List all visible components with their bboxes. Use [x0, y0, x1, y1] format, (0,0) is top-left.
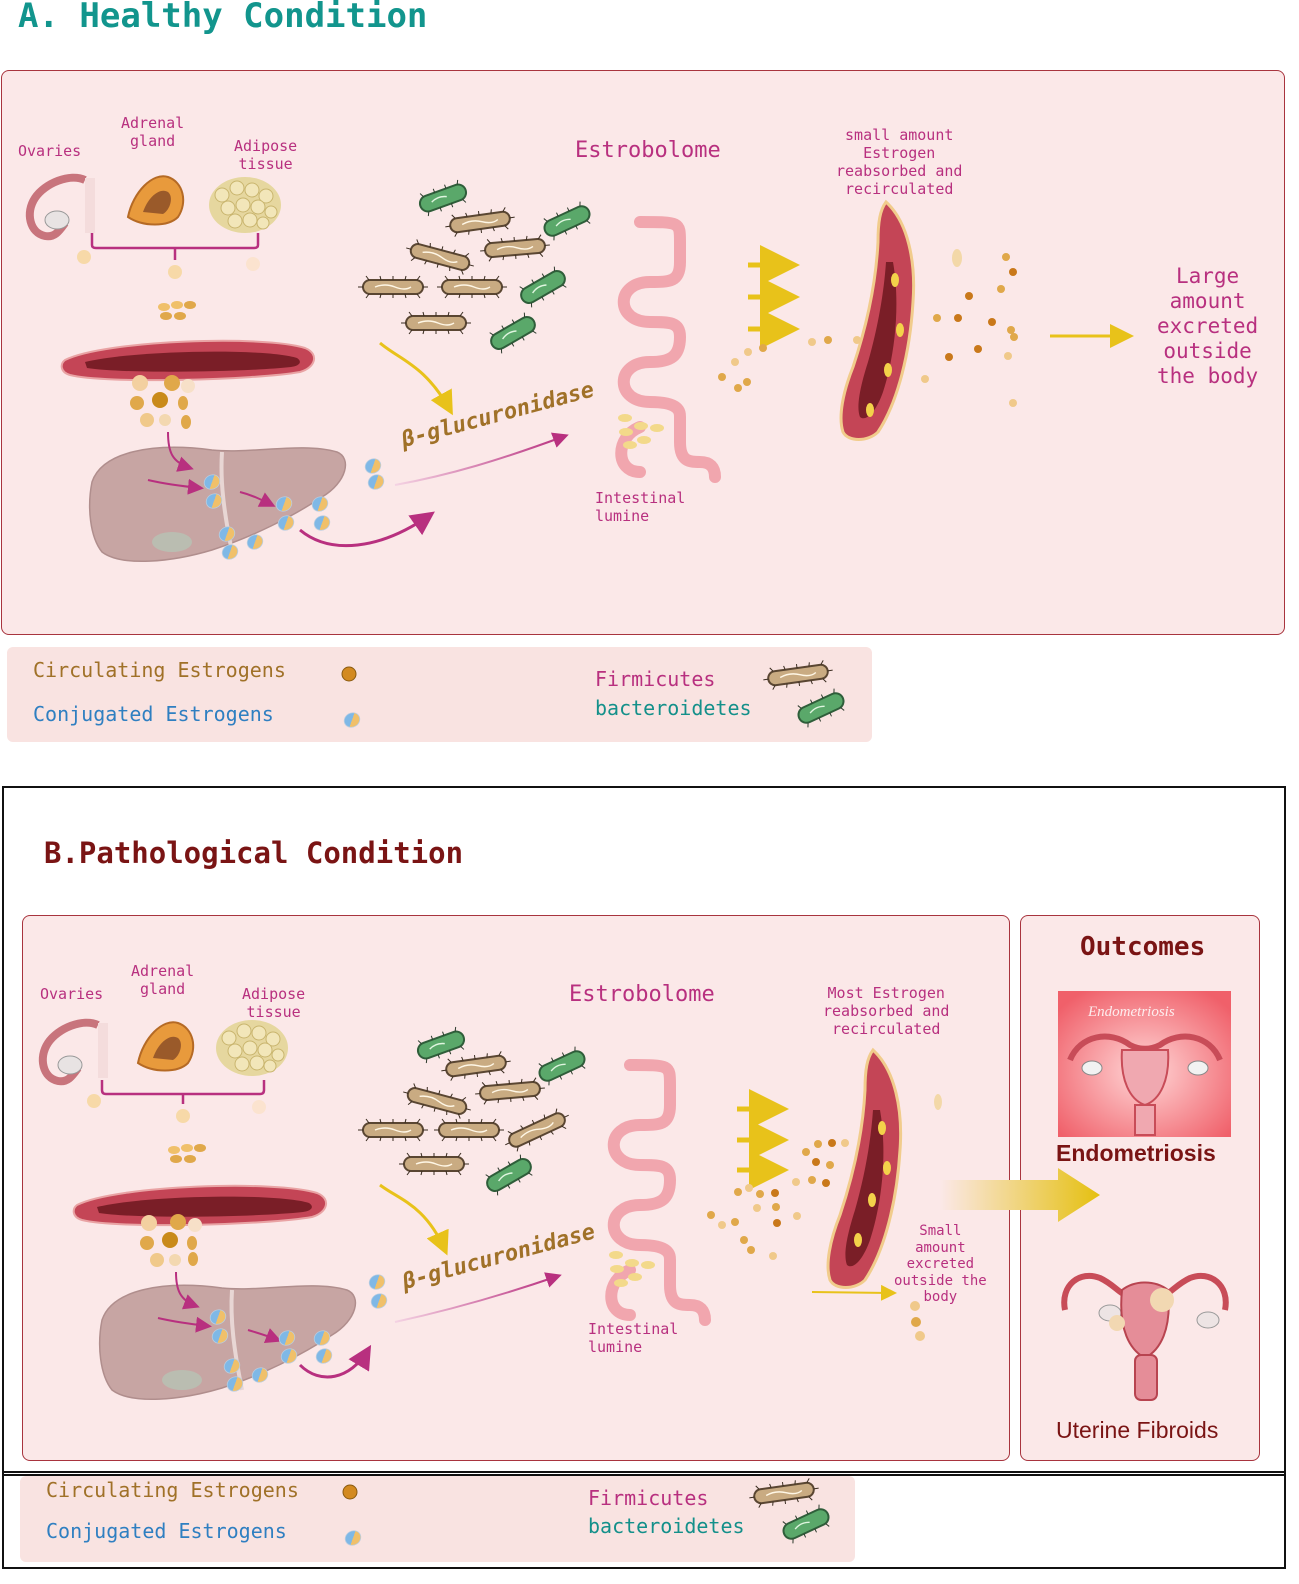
label-excreted-b-line3: excreted	[906, 1256, 975, 1272]
label-excreted-a-line2: amount	[1169, 289, 1246, 313]
label-intestinal-lumine-a: Intestinal lumine	[595, 489, 685, 525]
legend-a	[7, 647, 872, 742]
label-excreted-a-line5: the body	[1157, 364, 1259, 388]
panel-b-title: B.Pathological Condition	[44, 836, 464, 870]
label-intestinal-b-line1: Intestinal	[588, 1320, 679, 1338]
conjugated-estrogen-legend-icon	[341, 709, 363, 731]
excreted-dots-b	[910, 1301, 925, 1341]
legend-a-conjugated: Conjugated Estrogens	[33, 702, 274, 726]
label-intestinal-lumine-b: Intestinal lumine	[588, 1320, 678, 1356]
label-reabsorbed-a: small amount Estrogen reabsorbed and rec…	[836, 126, 962, 198]
label-reabsorbed-b-line2: reabsorbed and	[823, 1002, 950, 1020]
label-excreted-a: Large amount excreted outside the body	[1157, 264, 1258, 389]
firmicutes-legend-icon-b	[746, 1476, 822, 1510]
label-excreted-a-line1: Large	[1175, 264, 1240, 288]
endometriosis-image	[1058, 991, 1231, 1137]
bacteria-cluster-b	[357, 1024, 590, 1199]
conjugated-estrogen-legend-icon-b	[342, 1527, 364, 1549]
label-intestinal-a-line1: Intestinal	[595, 489, 686, 507]
outcome-endometriosis-label: Endometriosis	[1056, 1140, 1216, 1166]
label-excreted-a-line4: outside	[1163, 339, 1252, 363]
label-excreted-a-line3: excreted	[1157, 314, 1259, 338]
panel-b-graphics	[43, 1020, 1100, 1402]
legend-b-frame	[2, 1471, 1286, 1569]
label-adrenal-b-line2: gland	[140, 980, 186, 998]
label-ovaries-b: Ovaries	[40, 985, 104, 1003]
source-bracket	[90, 233, 260, 260]
bacteroidetes-legend-icon	[793, 685, 849, 731]
label-estrobolome-b: Estrobolome	[569, 982, 715, 1007]
uterine-fibroids-image	[1061, 1272, 1229, 1401]
outcome-uterine-fibroids-label: Uterine Fibroids	[1056, 1417, 1219, 1443]
label-reabsorbed-b: Most Estrogen reabsorbed and recirculate…	[823, 984, 949, 1038]
circulating-estrogen-legend-icon	[341, 666, 357, 682]
panel-b-frame	[2, 786, 1286, 1476]
outcomes-title: Outcomes	[1080, 932, 1206, 962]
label-reabsorbed-a-line2: Estrogen	[863, 144, 936, 162]
panel-a-title: A. Healthy Condition	[18, 0, 428, 36]
label-adrenal-b-line1: Adrenal	[131, 962, 195, 980]
legend-a-bacteroidetes: bacteroidetes	[595, 696, 752, 720]
legend-b-bacteroidetes: bacteroidetes	[588, 1514, 745, 1538]
label-adipose-b-line2: tissue	[246, 1003, 301, 1021]
label-excreted-b: Small amount excreted outside the body	[894, 1223, 987, 1306]
label-adrenal-b: Adrenal gland	[131, 962, 194, 998]
legend-a-firmicutes: Firmicutes	[595, 667, 716, 691]
firmicutes-legend-icon	[760, 658, 836, 692]
reabsorption-arrows-b	[737, 1089, 789, 1190]
bacteria-cluster-a	[357, 177, 595, 357]
label-adrenal-a-line2: gland	[130, 132, 176, 150]
gut-estrogen-a	[618, 414, 664, 449]
label-excreted-b-line4: outside the	[894, 1272, 987, 1289]
blood-vessel-horizontal-b	[72, 1184, 328, 1227]
label-intestinal-b-line2: lumine	[588, 1338, 643, 1356]
label-adipose-a-line1: Adipose	[234, 137, 298, 155]
label-excreted-b-line5: body	[923, 1289, 958, 1305]
label-reabsorbed-a-line4: recirculated	[845, 180, 954, 198]
label-adipose-a: Adipose tissue	[234, 137, 297, 173]
label-adipose-a-line2: tissue	[238, 155, 293, 173]
label-reabsorbed-a-line1: small amount	[845, 126, 954, 144]
adrenal-gland-icon	[127, 175, 185, 226]
label-excreted-b-line1: Small	[919, 1223, 962, 1239]
source-estrogen-dots	[77, 250, 260, 320]
intestine-icon	[621, 222, 715, 477]
label-intestinal-a-line2: lumine	[595, 507, 650, 525]
adipose-tissue-icon	[209, 177, 281, 233]
circulating-dots-a	[130, 375, 195, 429]
legend-b-firmicutes: Firmicutes	[588, 1486, 709, 1510]
circulating-estrogen-legend-icon-b	[342, 1484, 358, 1500]
label-adipose-b-line1: Adipose	[242, 985, 306, 1003]
label-reabsorbed-b-line1: Most Estrogen	[827, 984, 945, 1002]
blood-vessel-horizontal	[60, 339, 316, 382]
ovary-icon-b	[43, 1023, 108, 1082]
legend-b-conjugated: Conjugated Estrogens	[46, 1519, 287, 1543]
label-ovaries-a: Ovaries	[18, 142, 82, 160]
label-reabsorbed-b-line3: recirculated	[832, 1020, 941, 1038]
excreted-dots-a	[718, 249, 1018, 407]
legend-b-circulating: Circulating Estrogens	[46, 1478, 299, 1502]
ovary-icon	[30, 178, 95, 237]
label-estrobolome-a: Estrobolome	[575, 138, 721, 163]
label-adrenal-a: Adrenal gland	[121, 114, 184, 150]
reabsorption-arrows-a	[748, 245, 800, 349]
label-excreted-b-line2: amount	[915, 1239, 966, 1256]
blood-vessel-vertical	[839, 200, 916, 441]
label-reabsorbed-a-line3: reabsorbed and	[836, 162, 963, 180]
label-adipose-b: Adipose tissue	[242, 985, 305, 1021]
reabsorbed-dots-b	[707, 1094, 942, 1260]
legend-a-circulating: Circulating Estrogens	[33, 658, 286, 682]
bacteroidetes-legend-icon-b	[778, 1501, 834, 1547]
adrenal-gland-icon-b	[137, 1021, 195, 1072]
legend-b	[20, 1476, 855, 1562]
outcome-arrow	[940, 1168, 1100, 1222]
endometriosis-image-caption: Endometriosis	[1088, 1004, 1175, 1020]
panel-a-graphics	[30, 175, 1134, 564]
vessel-estrogen-a	[866, 273, 904, 417]
label-adrenal-a-line1: Adrenal	[121, 114, 185, 132]
adipose-tissue-icon-b	[216, 1020, 288, 1076]
